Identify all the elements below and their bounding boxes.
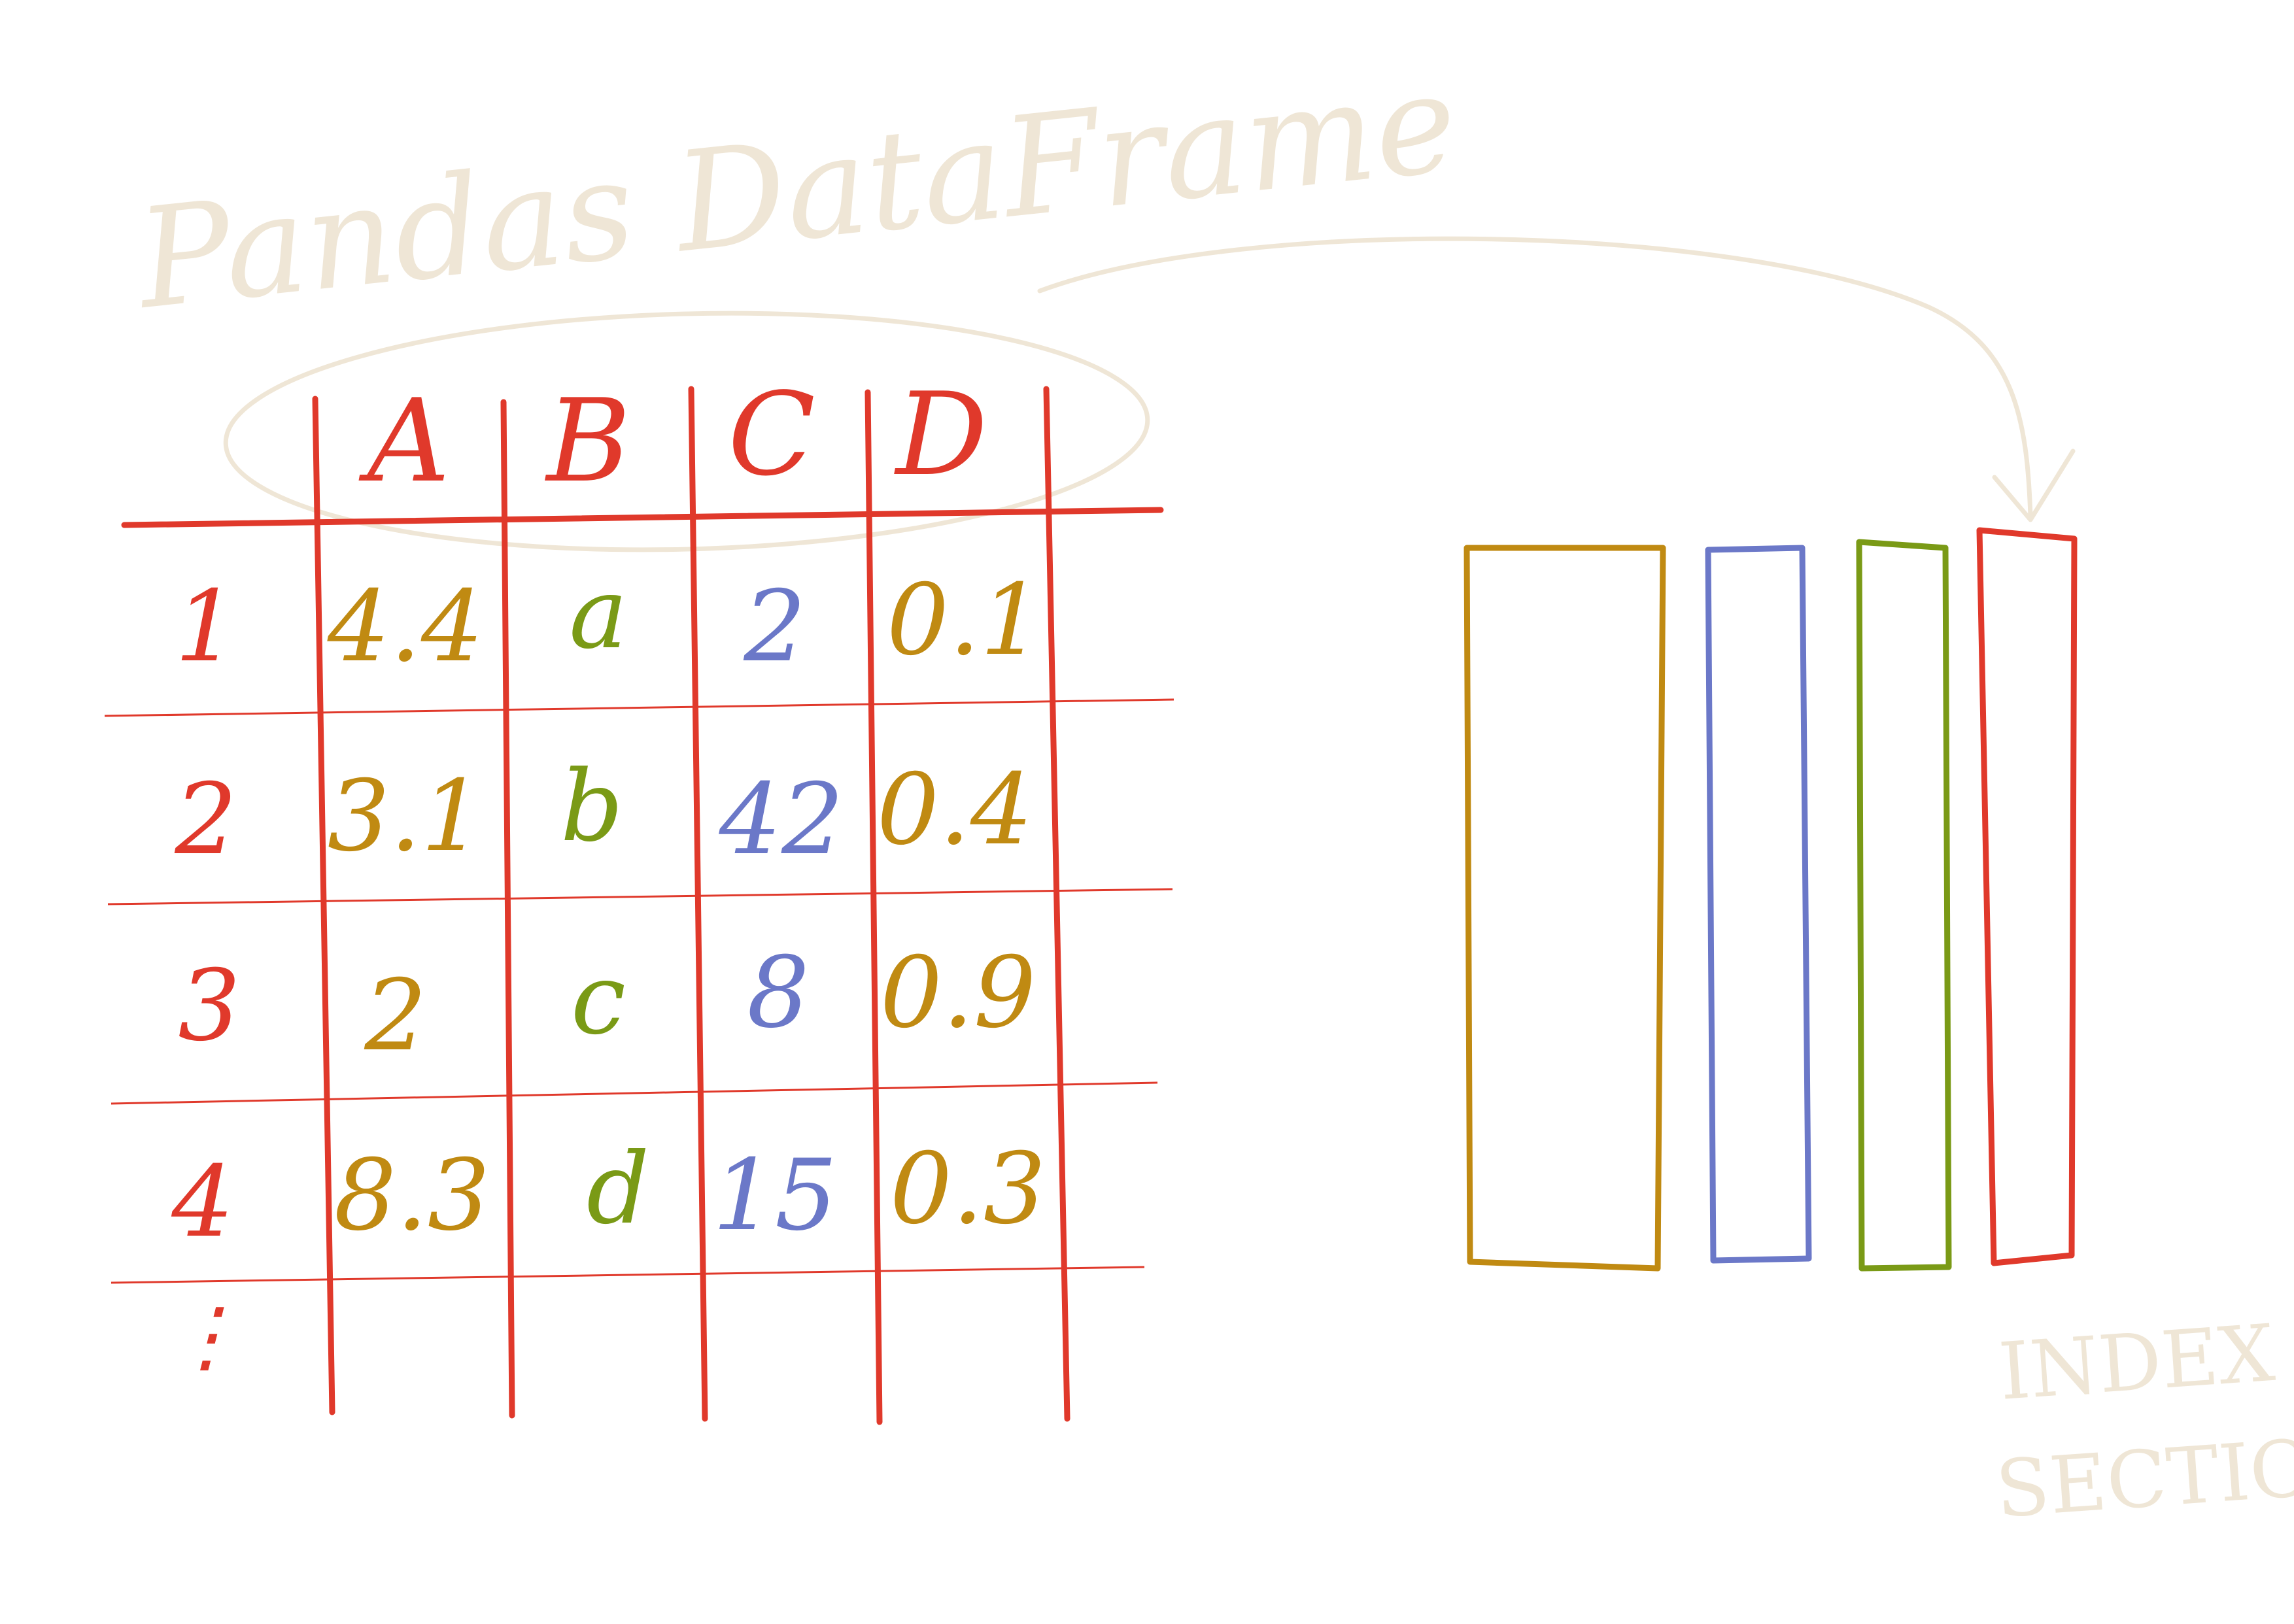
header-highlight-ellipse (223, 311, 1150, 552)
table-grid (104, 386, 1174, 1425)
index-ellipsis: ⋮ (167, 1291, 245, 1382)
table-cells: 4.4 a 2 0.1 3.1 b 42 0.4 2 c 8 0.9 8.3 d… (327, 557, 1046, 1253)
cell-b: a (569, 557, 627, 671)
column-divider-line (1043, 386, 1070, 1422)
row-separator-line (111, 1266, 1145, 1284)
column-blocks (1464, 527, 2078, 1272)
index-label: 1 (175, 570, 237, 684)
column-header-a: A (358, 375, 450, 508)
cell-b: b (560, 750, 623, 864)
index-label: 2 (174, 763, 237, 877)
header-to-blocks-arrow (1037, 236, 2076, 522)
row-separator-line (104, 698, 1174, 717)
index-label: 4 (171, 1145, 233, 1259)
cell-d: 0.1 (887, 564, 1043, 677)
column-block-c (1856, 539, 1952, 1272)
column-header-b: B (545, 375, 631, 508)
cell-c: 2 (743, 570, 806, 684)
column-divider-line (500, 399, 515, 1419)
cell-c: 8 (747, 936, 809, 1050)
cell-d: 0.4 (877, 753, 1033, 867)
column-block-d (1976, 527, 2078, 1266)
column-headers: A B C D (358, 369, 987, 508)
annotation-line-2: SECTION (1993, 1418, 2294, 1536)
column-block-a (1464, 545, 1666, 1272)
cell-a: 2 (364, 959, 426, 1073)
column-header-c: C (728, 369, 815, 501)
header-separator-line (121, 507, 1164, 528)
cell-b: c (571, 943, 626, 1057)
index-label: 3 (178, 949, 240, 1063)
title-group: Pandas DataFrame (128, 42, 1464, 340)
cell-a: 3.1 (328, 760, 484, 873)
cell-d: 0.9 (880, 936, 1036, 1050)
row-separator-line (107, 888, 1173, 905)
cell-d: 0.3 (890, 1132, 1046, 1246)
annotation-line-1: INDEX (1996, 1308, 2277, 1418)
cell-c: 15 (713, 1139, 838, 1253)
row-separator-line (111, 1081, 1158, 1105)
cell-a: 4.4 (327, 570, 484, 684)
cell-c: 42 (719, 763, 844, 877)
column-divider-line (312, 396, 335, 1415)
column-divider-line (865, 389, 883, 1425)
cell-b: d (587, 1132, 649, 1246)
diagram-title: Pandas DataFrame (128, 42, 1464, 340)
column-block-b (1705, 545, 1812, 1264)
index-labels: 1 2 3 4 ⋮ (167, 570, 245, 1382)
cell-a: 8.3 (334, 1139, 490, 1253)
column-divider-line (688, 386, 708, 1422)
index-section-annotation: INDEX SECTION (1993, 1308, 2294, 1536)
column-header-d: D (894, 369, 987, 501)
